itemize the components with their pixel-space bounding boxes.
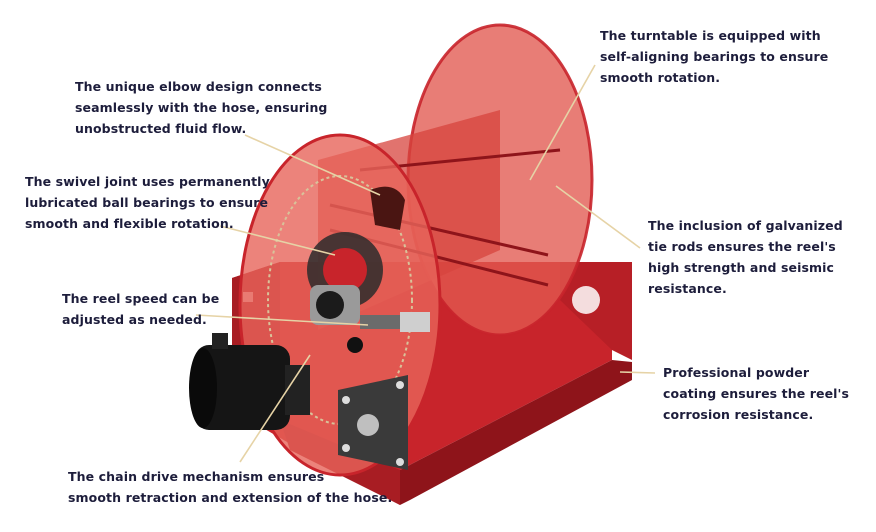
callout-line: high strength and seismic [648,260,835,275]
callout-speed: The reel speed can be adjusted as needed… [62,288,219,330]
callout-swivel: The swivel joint uses permanently lubric… [25,171,270,234]
callout-line: The inclusion of galvanized [648,218,843,233]
callout-line: tie rods ensures the reel's [648,239,836,254]
callout-line: corrosion resistance. [663,407,814,422]
callout-line: The swivel joint uses permanently [25,174,270,189]
callout-line: adjusted as needed. [62,312,207,327]
callout-line: lubricated ball bearings to ensure [25,195,269,210]
callout-line: The chain drive mechanism ensures [68,469,325,484]
swivel-joint [310,285,430,353]
callout-line: smooth rotation. [600,70,721,85]
callout-line: The reel speed can be [62,291,220,306]
mounting-plate [338,375,408,470]
callout-powder-coating: Professional powder coating ensures the … [663,362,849,425]
callout-line: self-aligning bearings to ensure [600,49,829,64]
callout-line: The turntable is equipped with [600,28,821,43]
callout-line: The unique elbow design connects [75,79,322,94]
callout-line: coating ensures the reel's [663,386,850,401]
callout-elbow: The unique elbow design connects seamles… [75,76,327,139]
callout-tie-rods: The inclusion of galvanized tie rods ens… [648,215,843,299]
callout-line: seamlessly with the hose, ensuring [75,100,328,115]
elbow-fitting [370,186,405,230]
callout-turntable: The turntable is equipped with self-alig… [600,25,828,88]
callout-line: smooth retraction and extension of the h… [68,490,393,505]
callout-chain-drive: The chain drive mechanism ensures smooth… [68,466,392,508]
leader-lines [195,64,656,463]
callout-line: smooth and flexible rotation. [25,216,234,231]
callout-line: Professional powder [663,365,810,380]
callout-line: unobstructed fluid flow. [75,121,247,136]
callout-line: resistance. [648,281,727,296]
